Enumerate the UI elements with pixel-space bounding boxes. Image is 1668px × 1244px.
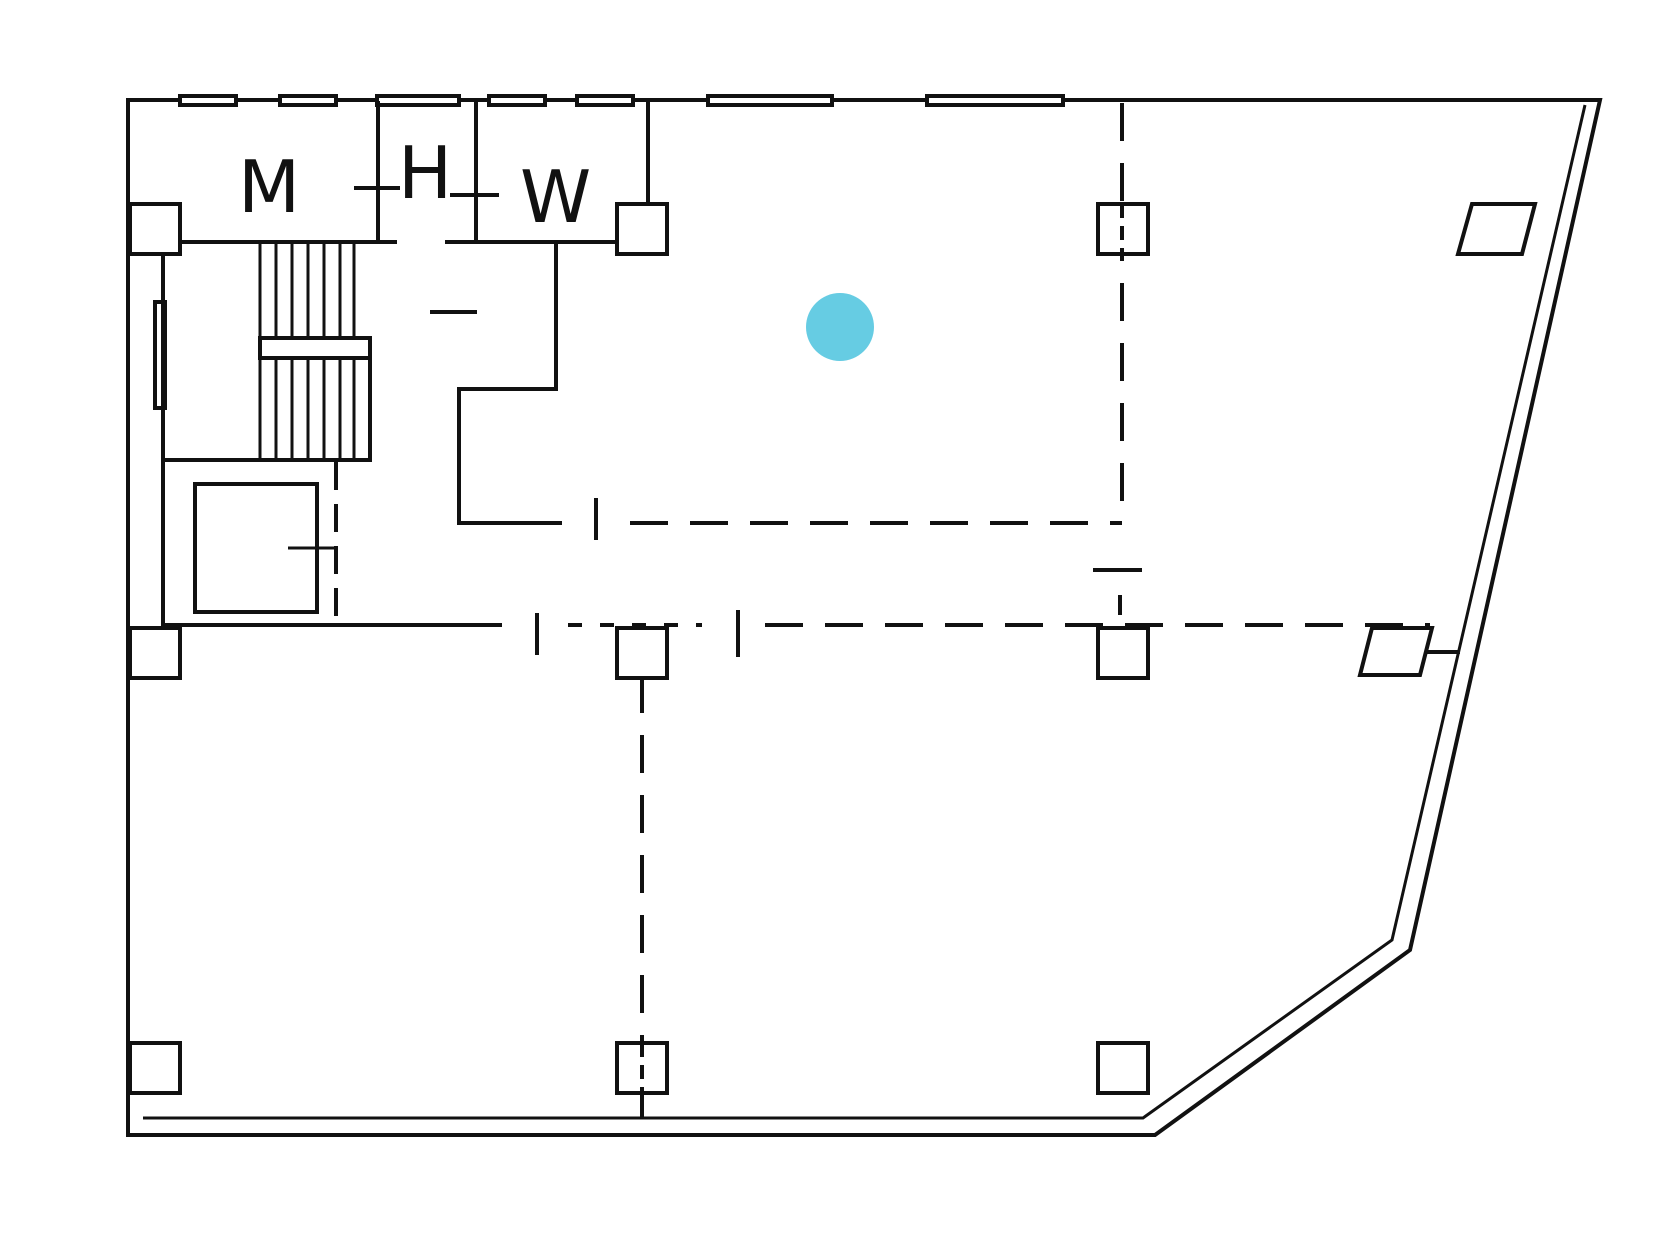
service-walls xyxy=(161,101,1460,654)
location-marker[interactable] xyxy=(806,293,874,361)
room-label-w: W xyxy=(520,155,591,239)
room-label-m: M xyxy=(238,145,300,229)
column-slanted-mid-right xyxy=(1357,626,1435,677)
columns xyxy=(128,202,1538,1095)
column-slanted-top-right xyxy=(1455,202,1538,256)
outer-walls xyxy=(126,98,1603,1137)
staircase xyxy=(258,244,372,462)
room-label-h: H xyxy=(398,131,452,215)
dashed-partitions xyxy=(535,103,1430,1118)
elevator xyxy=(193,462,338,625)
